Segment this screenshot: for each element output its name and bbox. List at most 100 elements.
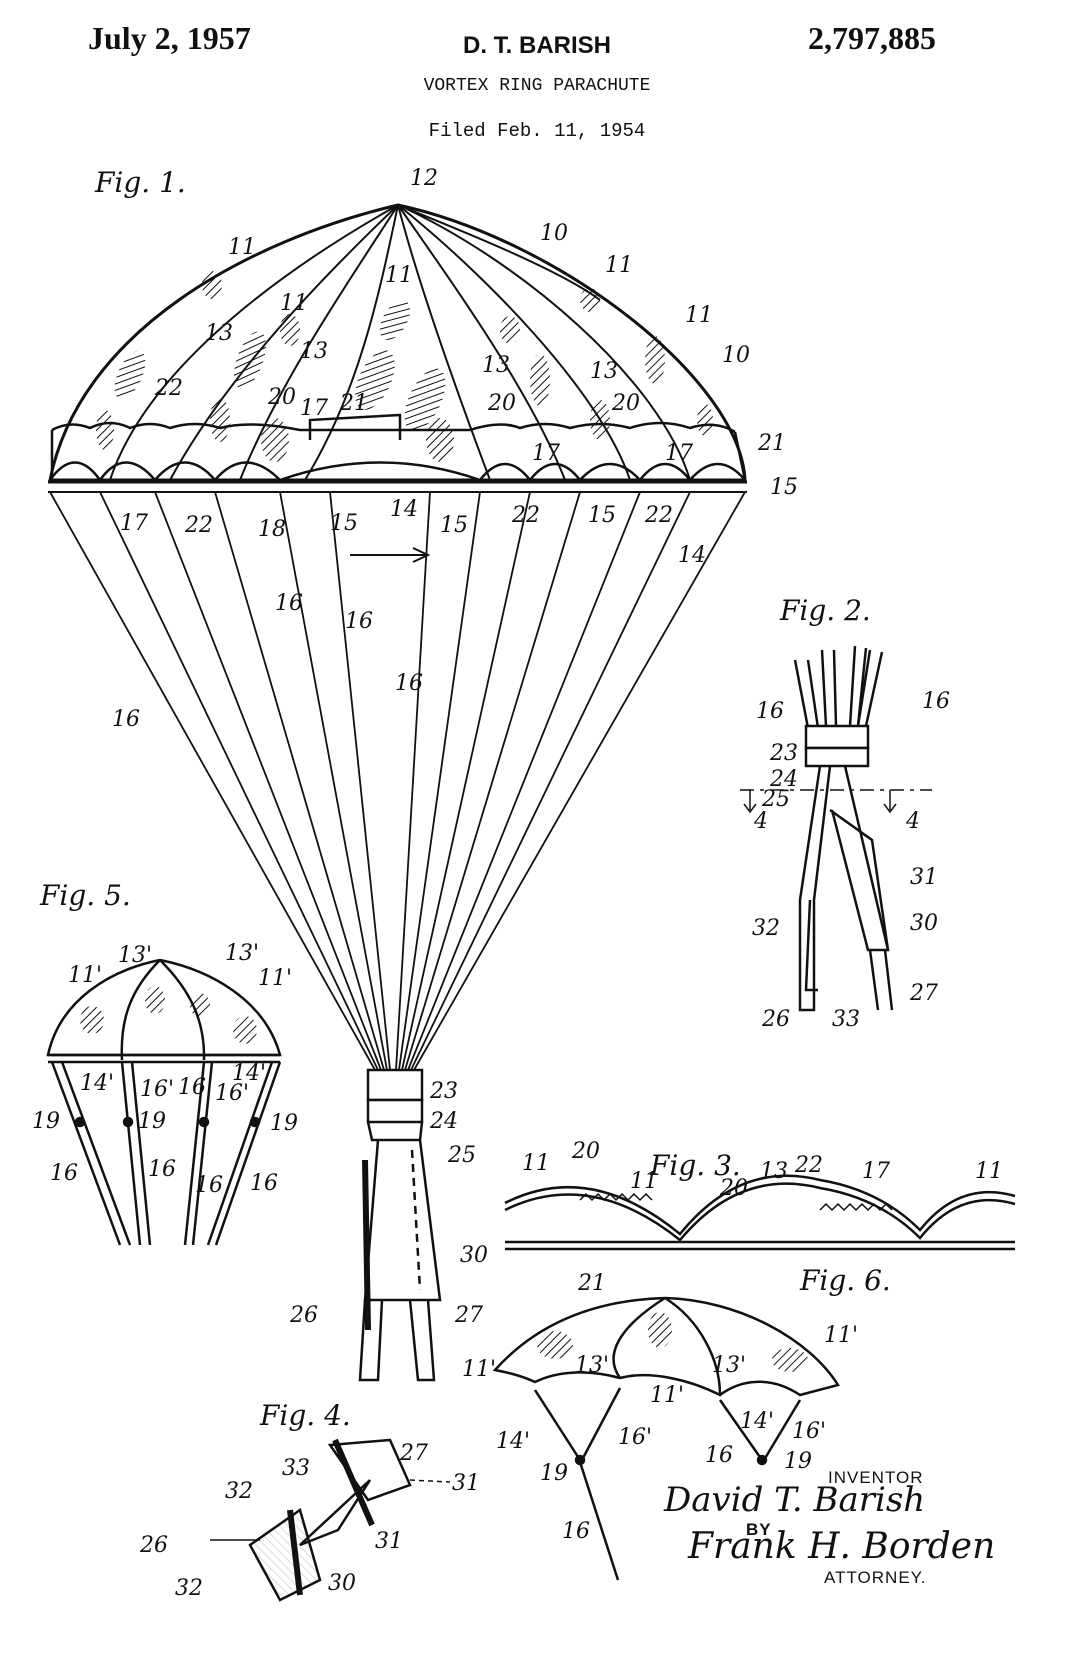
ref-16-k: 16 xyxy=(250,1171,278,1196)
ref-32-b: 32 xyxy=(225,1479,253,1504)
ref-12: 12 xyxy=(410,166,438,191)
ref-16p-c: 16' xyxy=(618,1425,652,1450)
patent-title: VORTEX RING PARACHUTE xyxy=(423,76,651,96)
ref-13-b: 13 xyxy=(300,339,328,364)
ref-15-d: 15 xyxy=(588,503,616,528)
ref-11-g: 11 xyxy=(630,1169,658,1194)
attorney-caption: ATTORNEY. xyxy=(824,1568,927,1587)
ref-11-h: 11 xyxy=(975,1159,1003,1184)
ref-30-a: 30 xyxy=(460,1243,488,1268)
fig6-caption: Fig. 6. xyxy=(799,1264,891,1297)
ref-16-d: 16 xyxy=(112,707,140,732)
ref-22-a: 22 xyxy=(154,376,183,401)
fig6-parachute: Fig. 6. xyxy=(492,1264,891,1581)
ref-11-a: 11 xyxy=(228,235,256,260)
ref-13p-c: 13' xyxy=(575,1353,609,1378)
ref-19-b: 19 xyxy=(138,1109,166,1134)
fig1-canopy-outline xyxy=(48,203,747,482)
ref-18: 18 xyxy=(258,517,286,542)
ref-21-a: 21 xyxy=(339,391,368,416)
ref-16-i: 16 xyxy=(148,1157,176,1182)
fig1-shroud-lines xyxy=(49,491,746,1071)
ref-17-b: 17 xyxy=(532,441,560,466)
ref-11-f: 11 xyxy=(522,1151,550,1176)
fig5-parachute: Fig. 5. xyxy=(39,879,282,1246)
ref-22-b: 22 xyxy=(184,513,213,538)
fig5-caption: Fig. 5. xyxy=(39,879,131,912)
ref-16-b: 16 xyxy=(345,609,373,634)
ref-16-j: 16 xyxy=(195,1173,223,1198)
ref-11p-e: 11' xyxy=(650,1383,684,1408)
by-caption: BY xyxy=(746,1520,772,1539)
ref-13p-d: 13' xyxy=(712,1353,746,1378)
ref-14p-d: 14' xyxy=(740,1409,774,1434)
fig1-fabric-patches xyxy=(96,271,713,462)
ref-20-e: 20 xyxy=(719,1176,748,1201)
ref-13-d: 13 xyxy=(590,359,618,384)
ref-21-c: 21 xyxy=(577,1271,606,1296)
ref-26-b: 26 xyxy=(761,1007,790,1032)
ref-23-a: 23 xyxy=(429,1079,458,1104)
ref-32-a: 32 xyxy=(752,916,780,941)
ref-30-b: 30 xyxy=(910,911,938,936)
fig4-caption: Fig. 4. xyxy=(259,1399,351,1432)
ref-16p-b: 16' xyxy=(215,1081,249,1106)
ref-15-a: 15 xyxy=(770,475,798,500)
ref-14p-c: 14' xyxy=(496,1429,530,1454)
ref-21-b: 21 xyxy=(757,431,786,456)
ref-31-c: 31 xyxy=(375,1529,403,1554)
ref-24-b: 24 xyxy=(769,767,798,792)
ref-33-a: 33 xyxy=(832,1007,860,1032)
ref-16-g: 16 xyxy=(178,1075,206,1100)
ref-24-a: 24 xyxy=(429,1109,458,1134)
ref-13-a: 13 xyxy=(205,321,233,346)
patent-number: 2,797,885 xyxy=(808,20,936,56)
ref-17-a: 17 xyxy=(300,396,328,421)
fig1-parachute: Fig. 1. xyxy=(48,166,747,1382)
ref-19-e: 19 xyxy=(540,1461,568,1486)
ref-17-c: 17 xyxy=(665,441,693,466)
ref-26-c: 26 xyxy=(139,1533,168,1558)
ref-19-d: 19 xyxy=(784,1449,812,1474)
ref-13-e: 13 xyxy=(760,1159,788,1184)
ref-22-d: 22 xyxy=(644,503,673,528)
ref-30-c: 30 xyxy=(328,1571,356,1596)
ref-4-b: 4 xyxy=(905,809,920,834)
ref-16-a: 16 xyxy=(275,591,303,616)
ref-16-c: 16 xyxy=(395,671,423,696)
ref-20-d: 20 xyxy=(571,1139,600,1164)
ref-15-b: 15 xyxy=(330,511,358,536)
inventor-header: D. T. BARISH xyxy=(462,32,611,59)
ref-20-c: 20 xyxy=(611,391,640,416)
ref-22-c: 22 xyxy=(511,503,540,528)
ref-33-b: 33 xyxy=(282,1456,310,1481)
fig3-section: Fig. 3. xyxy=(504,1149,1016,1251)
ref-11p-d: 11' xyxy=(824,1323,858,1348)
ref-27-c: 27 xyxy=(399,1441,428,1466)
ref-31-b: 31 xyxy=(452,1471,480,1496)
fig2-collar-detail: Fig. 2. xyxy=(740,594,932,1012)
ref-13p-b: 13' xyxy=(225,941,259,966)
ref-11p-a: 11' xyxy=(68,963,102,988)
fig3-caption: Fig. 3. xyxy=(649,1149,741,1182)
inventor-caption: INVENTOR xyxy=(828,1468,924,1487)
ref-14p-b: 14' xyxy=(232,1061,266,1086)
ref-14-b: 14 xyxy=(678,543,706,568)
ref-23-b: 23 xyxy=(769,741,798,766)
ref-27-b: 27 xyxy=(909,981,938,1006)
ref-16-m: 16 xyxy=(562,1519,590,1544)
ref-13-c: 13 xyxy=(482,353,510,378)
ref-4-a: 4 xyxy=(753,809,768,834)
ref-10-right: 10 xyxy=(722,343,750,368)
fig4-section: Fig. 4. xyxy=(210,1399,451,1602)
ref-11p-b: 11' xyxy=(258,966,292,991)
ref-14-a: 14 xyxy=(390,497,418,522)
ref-16p-a: 16' xyxy=(140,1077,174,1102)
ref-16-e: 16 xyxy=(756,699,784,724)
ref-13p-a: 13' xyxy=(118,943,152,968)
fig1-collar-assembly xyxy=(358,1068,442,1382)
fig1-flow-arrow xyxy=(350,547,431,563)
ref-17-e: 17 xyxy=(862,1159,890,1184)
ref-17-d: 17 xyxy=(120,511,148,536)
